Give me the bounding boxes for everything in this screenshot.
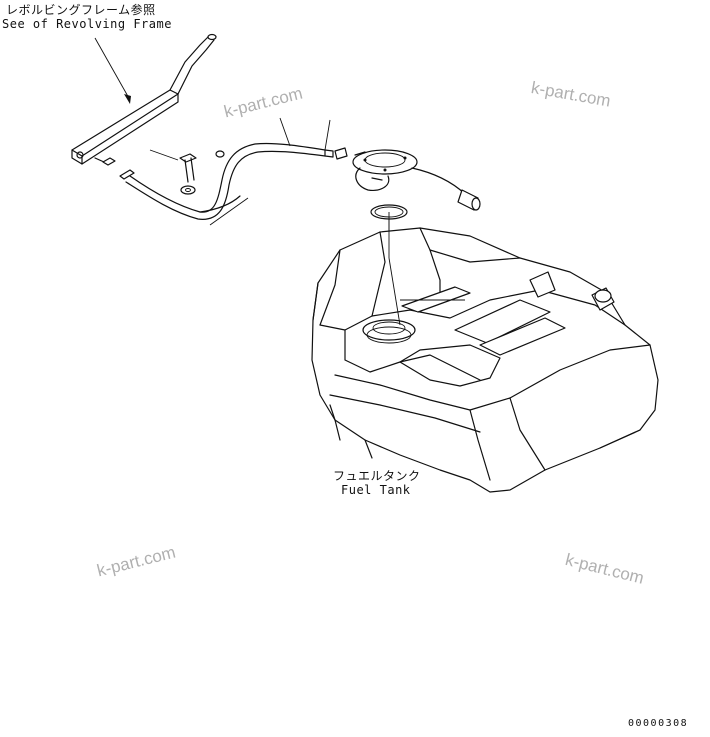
breather-hose xyxy=(125,117,334,226)
frame-leader-arrow xyxy=(94,37,131,104)
fuel-tank-label-en: Fuel Tank xyxy=(341,483,411,497)
revolving-frame-label-en: See of Revolving Frame xyxy=(2,17,172,31)
fuel-sender-unit xyxy=(352,149,481,211)
fuel-tank xyxy=(311,227,659,493)
drawing-code: 00000308 xyxy=(628,718,689,729)
fuel-tank-label-jp: フュエルタンク xyxy=(333,469,421,483)
hose-clamp-fitting xyxy=(102,157,135,180)
revolving-frame-label-jp: レボルビングフレーム参照 xyxy=(6,3,156,17)
revolving-frame-bracket xyxy=(71,33,217,165)
hose-connector xyxy=(334,147,366,160)
bolt-and-washer xyxy=(149,149,197,195)
